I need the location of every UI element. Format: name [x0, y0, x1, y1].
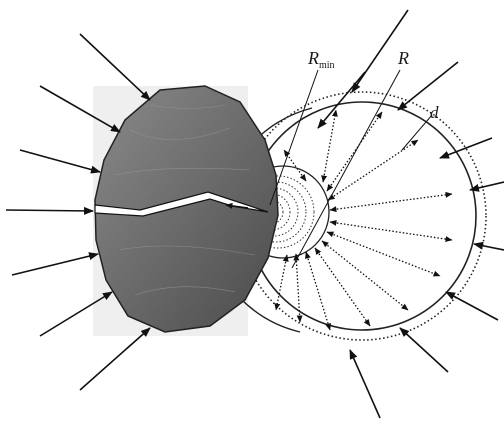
- r-leader: [291, 69, 401, 269]
- radial-arrows: [274, 109, 453, 331]
- r-min-leader: [269, 69, 319, 206]
- external-load-arrows: [5, 9, 504, 419]
- rock-specimen: [94, 85, 279, 333]
- d-leader: [401, 114, 433, 151]
- d-label: d: [430, 103, 439, 122]
- outer-arc-segment-lower: [239, 297, 301, 333]
- crack-tip-arrow: [225, 202, 249, 209]
- r-label: R: [397, 48, 409, 68]
- r-min-label: Rmin: [307, 48, 335, 71]
- rock-texture: [114, 104, 256, 296]
- crack: [94, 191, 269, 217]
